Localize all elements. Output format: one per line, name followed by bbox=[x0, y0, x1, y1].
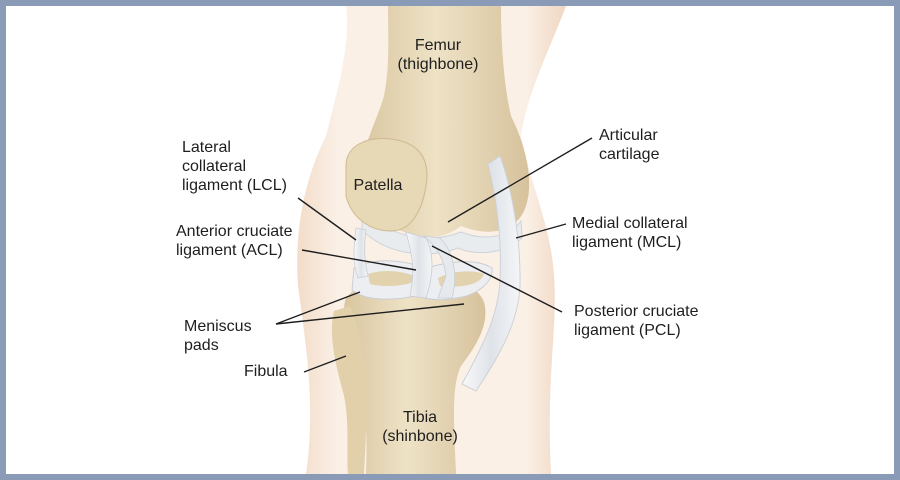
label-femur: Femur (thighbone) bbox=[397, 37, 479, 73]
label-acl: Anterior cruciate ligament (ACL) bbox=[176, 223, 293, 259]
label-cartilage: Articular cartilage bbox=[599, 127, 660, 163]
label-patella: Patella bbox=[353, 177, 403, 194]
leader-lines bbox=[275, 137, 593, 373]
label-fibula: Fibula bbox=[244, 363, 288, 380]
patella-bone bbox=[345, 137, 428, 232]
leader-pcl bbox=[431, 245, 563, 313]
leader-fibula bbox=[303, 355, 347, 373]
label-meniscus: Meniscus pads bbox=[184, 318, 252, 354]
leader-meniscus-left bbox=[275, 291, 361, 325]
fibula-bone bbox=[331, 306, 367, 474]
tibia-bone bbox=[343, 277, 486, 474]
diagram-frame: Femur (thighbone) Patella Lateral collat… bbox=[6, 6, 894, 474]
label-tibia: Tibia (shinbone) bbox=[382, 409, 458, 445]
meniscus-inner bbox=[368, 271, 420, 286]
leader-lcl bbox=[297, 197, 357, 241]
leader-acl bbox=[301, 249, 417, 271]
leader-cartilage bbox=[447, 137, 593, 223]
label-lcl: Lateral collateral ligament (LCL) bbox=[182, 139, 287, 194]
label-mcl: Medial collateral ligament (MCL) bbox=[572, 215, 688, 251]
leader-mcl bbox=[515, 223, 567, 239]
knee-illustration bbox=[275, 6, 593, 474]
label-pcl: Posterior cruciate ligament (PCL) bbox=[574, 303, 699, 339]
lcl-shape bbox=[353, 227, 369, 279]
leader-meniscus-right bbox=[275, 303, 465, 325]
acl-shape bbox=[405, 231, 433, 299]
mcl-shape bbox=[461, 155, 521, 392]
